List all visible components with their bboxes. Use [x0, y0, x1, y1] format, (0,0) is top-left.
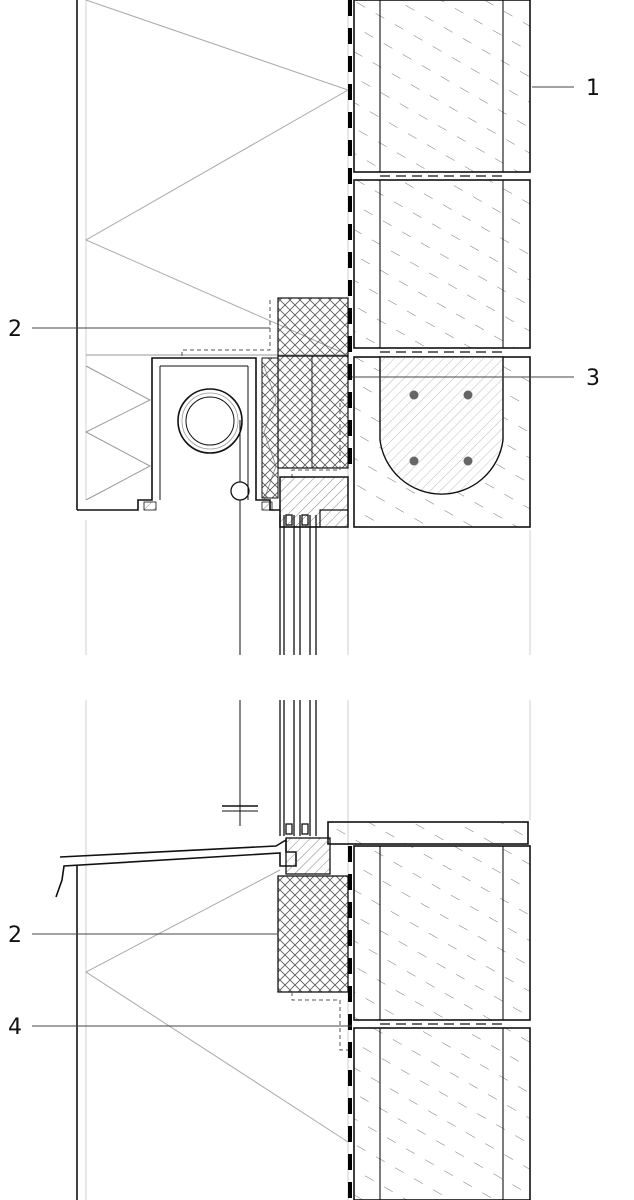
exterior-insulation-bottom: [76, 866, 349, 1200]
sill-insulation-block: [277, 875, 349, 1051]
window-glazing: [279, 514, 317, 836]
brush-seals: [143, 501, 273, 511]
lintel-insulation-block: [181, 297, 349, 499]
callout-1: 1: [586, 76, 600, 101]
masonry-wall-bottom: [353, 845, 531, 1200]
window-head-frame: [279, 476, 349, 528]
window-sill-bottom: [55, 821, 529, 898]
callout-2-bottom: 2: [8, 923, 22, 948]
masonry-wall-top: [353, 0, 531, 353]
shutter-box: [77, 357, 280, 511]
callout-4: 4: [8, 1015, 22, 1040]
u-lintel: [353, 356, 531, 528]
leader-lines: [32, 86, 574, 1027]
callout-3: 3: [586, 366, 600, 391]
callout-2-top: 2: [8, 317, 22, 342]
rebar-dots: [409, 390, 473, 466]
shutter-roll: [177, 388, 258, 826]
